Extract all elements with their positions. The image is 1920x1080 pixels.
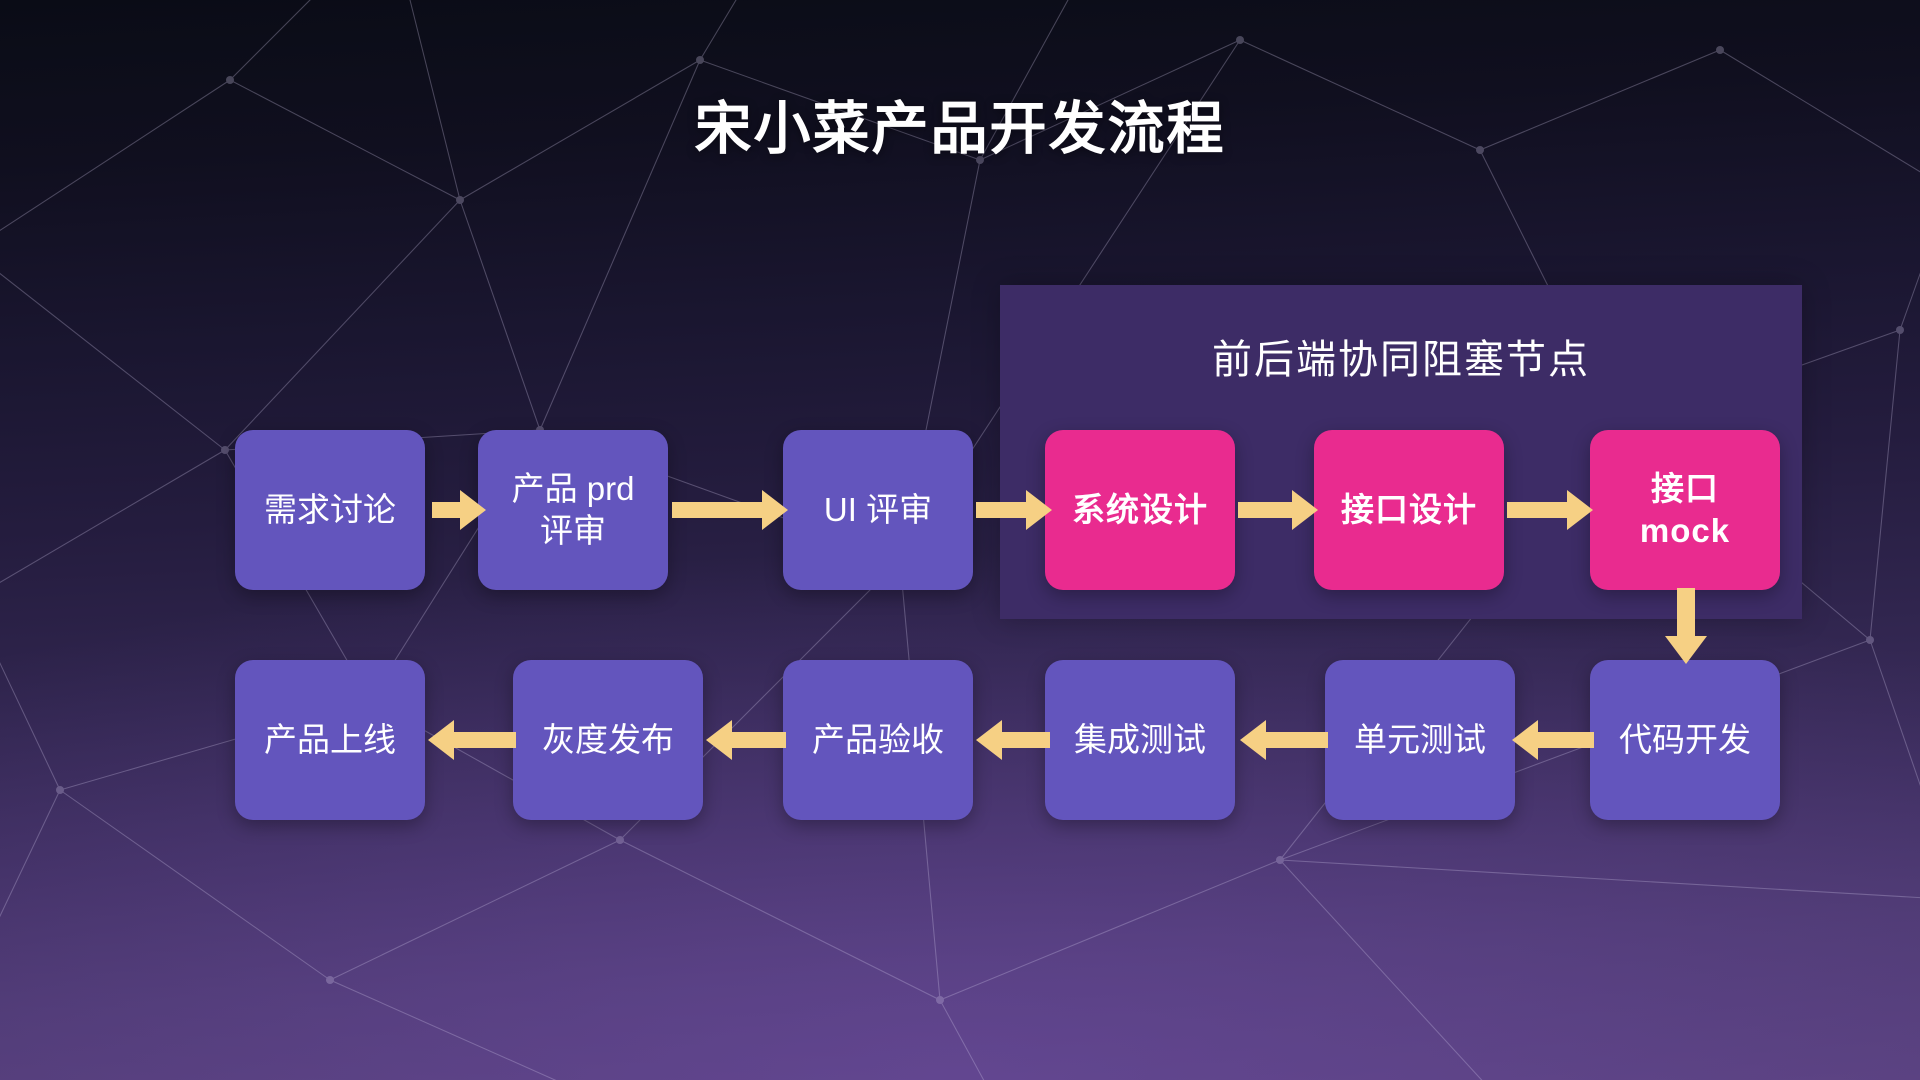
arrow-gray-release-to-product-launch <box>428 720 516 760</box>
flow-node-gray-release[interactable]: 灰度发布 <box>513 660 703 820</box>
page-title: 宋小菜产品开发流程 <box>694 97 1226 161</box>
flow-node-ui-review[interactable]: UI 评审 <box>783 430 973 590</box>
arrow-mock-to-code-development <box>1665 588 1707 664</box>
arrow-code-development-to-unit-test <box>1512 720 1594 760</box>
arrow-system-design-to-interface-design <box>1238 490 1318 530</box>
flow-node-code-development[interactable]: 代码开发 <box>1590 660 1780 820</box>
flow-node-unit-test[interactable]: 单元测试 <box>1325 660 1515 820</box>
flow-node-product-acceptance[interactable]: 产品验收 <box>783 660 973 820</box>
arrow-interface-design-to-mock <box>1507 490 1593 530</box>
arrow-unit-test-to-integration-test <box>1240 720 1328 760</box>
arrow-product-acceptance-to-gray-release <box>706 720 786 760</box>
highlight-panel-label: 前后端协同阻塞节点 <box>1212 338 1590 382</box>
flow-node-system-design[interactable]: 系统设计 <box>1045 430 1235 590</box>
flow-node-product-launch[interactable]: 产品上线 <box>235 660 425 820</box>
flow-node-prd-review[interactable]: 产品 prd 评审 <box>478 430 668 590</box>
arrow-requirement-to-prd <box>432 490 486 530</box>
flow-node-interface-mock[interactable]: 接口 mock <box>1590 430 1780 590</box>
flow-node-interface-design[interactable]: 接口设计 <box>1314 430 1504 590</box>
arrow-ui-review-to-system-design <box>976 490 1052 530</box>
flow-node-integration-test[interactable]: 集成测试 <box>1045 660 1235 820</box>
flow-node-requirement-discussion[interactable]: 需求讨论 <box>235 430 425 590</box>
arrow-integration-test-to-product-acceptance <box>976 720 1050 760</box>
arrow-prd-to-ui-review <box>672 490 788 530</box>
